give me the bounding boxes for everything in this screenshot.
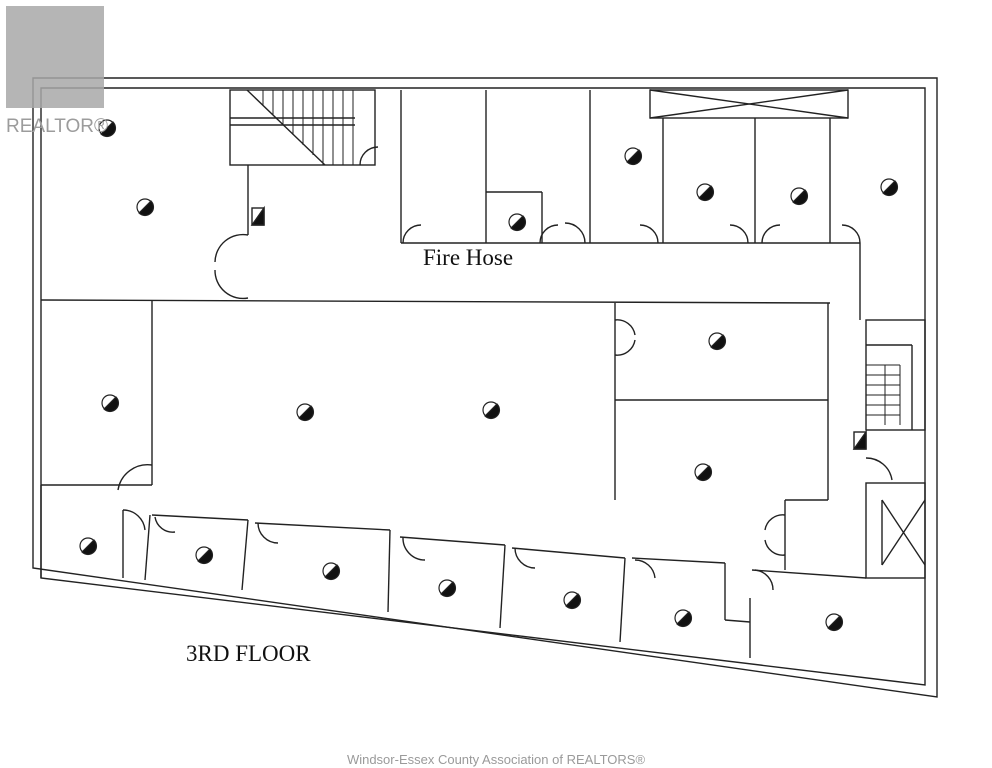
fire-hose-icon [250, 205, 265, 226]
light-fixture-icon [482, 401, 501, 420]
fire-hose-cabinets [250, 205, 867, 450]
light-fixture-icon [624, 147, 643, 166]
fire-hose-icon [852, 429, 867, 450]
light-fixture-icon [708, 332, 727, 351]
realtor-logo-mark [6, 6, 104, 108]
light-fixtures [79, 119, 899, 632]
light-fixture-icon [101, 394, 120, 413]
floor-title: 3RD FLOOR [186, 641, 311, 666]
light-fixture-icon [696, 183, 715, 202]
light-fixture-icon [195, 546, 214, 565]
light-fixture-icon [674, 609, 693, 628]
light-fixture-icon [694, 463, 713, 482]
light-fixture-icon [508, 213, 527, 232]
light-fixture-icon [880, 178, 899, 197]
light-fixture-icon [825, 613, 844, 632]
light-fixture-icon [563, 591, 582, 610]
fire-hose-label: Fire Hose [423, 245, 514, 270]
realtor-logo-text: REALTOR® [6, 116, 108, 137]
realtor-logo: REALTOR® [6, 6, 108, 137]
light-fixture-icon [322, 562, 341, 581]
light-fixture-icon [136, 198, 155, 217]
interior-walls [40, 89, 926, 658]
light-fixture-icon [79, 537, 98, 556]
outer-walls [32, 77, 938, 698]
light-fixture-icon [790, 187, 809, 206]
light-fixture-icon [296, 403, 315, 422]
light-fixture-icon [438, 579, 457, 598]
light-fixture-icon [98, 119, 117, 138]
footer-credit: Windsor-Essex County Association of REAL… [346, 752, 646, 767]
